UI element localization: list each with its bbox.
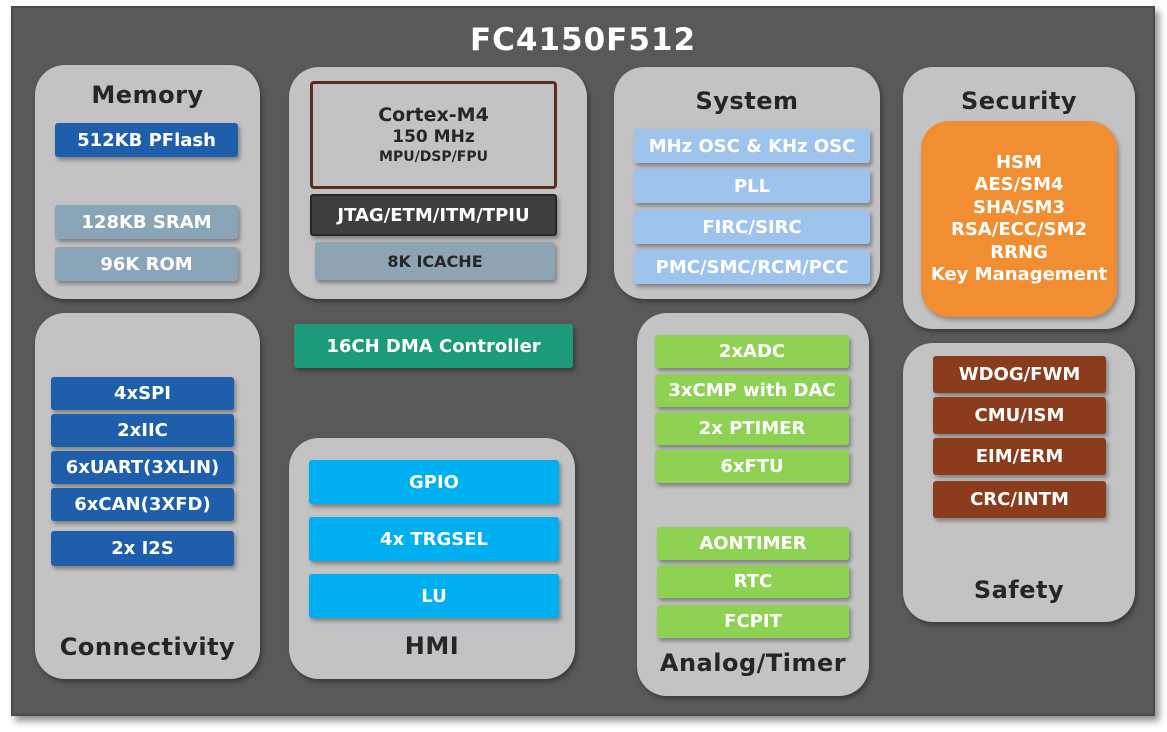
cortex-m4-core: Cortex-M4 150 MHz MPU/DSP/FPU (310, 81, 557, 189)
core-frequency: 150 MHz (392, 127, 475, 147)
core-features: MPU/DSP/FPU (379, 149, 488, 165)
system-firc-sirc: FIRC/SIRC (634, 210, 870, 244)
analog-cmp: 3xCMP with DAC (655, 374, 849, 407)
analog-timer-panel: 2xADC 3xCMP with DAC 2x PTIMER 6xFTU AON… (637, 313, 869, 696)
system-pll: PLL (634, 169, 870, 203)
analog-aontimer: AONTIMER (657, 527, 849, 560)
security-hsm-block: HSM AES/SM4 SHA/SM3 RSA/ECC/SM2 RRNG Key… (921, 121, 1117, 317)
connectivity-can: 6xCAN(3XFD) (51, 488, 234, 521)
icache: 8K ICACHE (315, 242, 555, 280)
hmi-trgsel: 4x TRGSEL (309, 517, 559, 561)
hmi-title: HMI (404, 632, 460, 660)
security-title: Security (960, 87, 1078, 115)
security-item: AES/SM4 (974, 174, 1064, 195)
safety-wdog: WDOG/FWM (933, 356, 1106, 393)
core-panel: Cortex-M4 150 MHz MPU/DSP/FPU JTAG/ETM/I… (289, 67, 587, 299)
security-item: HSM (996, 151, 1042, 173)
safety-panel: WDOG/FWM CMU/ISM EIM/ERM CRC/INTM Safety (903, 343, 1135, 622)
connectivity-spi: 4xSPI (51, 377, 234, 410)
security-item: Key Management (930, 264, 1108, 285)
debug-interface: JTAG/ETM/ITM/TPIU (310, 194, 557, 236)
hmi-lu: LU (309, 574, 559, 618)
analog-timer-title: Analog/Timer (659, 649, 847, 677)
analog-rtc: RTC (657, 565, 849, 598)
safety-title: Safety (973, 576, 1065, 604)
hmi-gpio: GPIO (309, 460, 559, 504)
safety-cmu: CMU/ISM (933, 397, 1106, 434)
security-panel: Security HSM AES/SM4 SHA/SM3 RSA/ECC/SM2… (903, 67, 1135, 329)
chip-title: FC4150F512 (469, 22, 697, 58)
system-osc: MHz OSC & KHz OSC (634, 129, 870, 163)
analog-ptimer: 2x PTIMER (655, 412, 849, 445)
system-title: System (695, 87, 799, 115)
security-item: RSA/ECC/SM2 (950, 219, 1088, 240)
analog-ftu: 6xFTU (655, 450, 849, 483)
analog-fcpit: FCPIT (657, 605, 849, 638)
memory-sram: 128KB SRAM (55, 205, 238, 239)
hmi-panel: GPIO 4x TRGSEL LU HMI (289, 438, 575, 679)
chip-board: FC4150F512 Memory 512KB PFlash 128KB SRA… (11, 6, 1155, 716)
security-item: RRNG (990, 241, 1048, 263)
safety-crc: CRC/INTM (933, 481, 1106, 518)
memory-pflash: 512KB PFlash (55, 123, 238, 157)
system-panel: System MHz OSC & KHz OSC PLL FIRC/SIRC P… (614, 67, 880, 299)
safety-eim: EIM/ERM (933, 438, 1106, 475)
system-pmc: PMC/SMC/RCM/PCC (634, 250, 870, 284)
connectivity-title: Connectivity (59, 633, 236, 661)
memory-rom: 96K ROM (55, 247, 238, 281)
connectivity-iic: 2xIIC (51, 414, 234, 447)
connectivity-panel: 4xSPI 2xIIC 6xUART(3XLIN) 6xCAN(3XFD) 2x… (35, 313, 260, 679)
memory-title: Memory (91, 81, 204, 109)
analog-adc: 2xADC (655, 335, 849, 368)
security-item: SHA/SM3 (973, 196, 1065, 218)
dma-controller: 16CH DMA Controller (294, 324, 573, 368)
memory-panel: Memory 512KB PFlash 128KB SRAM 96K ROM (35, 65, 260, 299)
core-name: Cortex-M4 (378, 104, 489, 126)
connectivity-i2s: 2x I2S (51, 531, 234, 566)
connectivity-uart: 6xUART(3XLIN) (51, 451, 234, 484)
